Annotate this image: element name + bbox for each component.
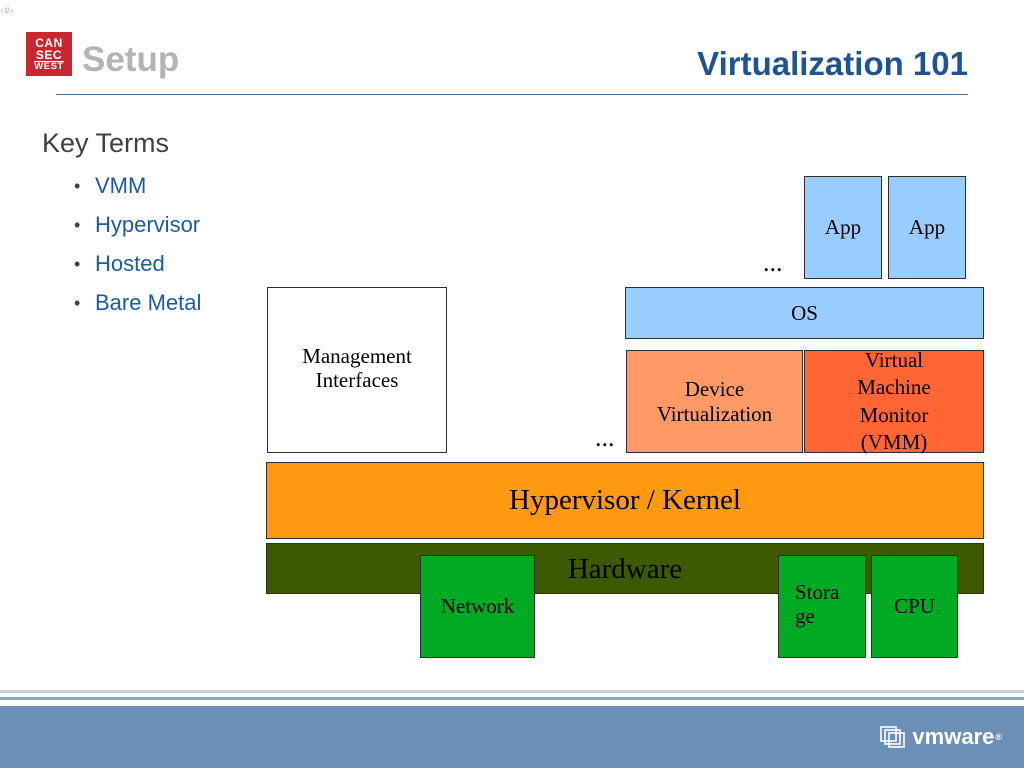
key-term-item: Bare Metal [72, 289, 201, 328]
logo-line-2: SEC [35, 47, 63, 62]
footer-stripe-mid [0, 697, 1024, 700]
section-title: Setup [82, 40, 180, 79]
app-box: App [804, 176, 882, 279]
device-virtualization-box: Device Virtualization [626, 350, 803, 453]
key-term-item: VMM [72, 172, 201, 211]
storage-box: Stora ge [778, 555, 866, 658]
hardware-label: Hardware [567, 553, 683, 585]
vmm-box: Virtual Machine Monitor (VMM) [804, 347, 984, 454]
vmm-label: Virtual Machine Monitor (VMM) [857, 347, 931, 454]
hypervisor-kernel-label: Hypervisor / Kernel [509, 483, 741, 516]
key-term-item: Hosted [72, 250, 201, 289]
cpu-label: CPU [894, 594, 935, 619]
os-box: OS [625, 287, 984, 339]
footer-stripe-light [0, 690, 1024, 693]
slide-title: Virtualization 101 [697, 45, 968, 82]
vmware-wordmark: vmware [912, 724, 995, 749]
cansecwest-logo: CAN SEC WEST [26, 32, 72, 76]
logo-line-1: CAN [35, 35, 63, 50]
ellipsis: ... [763, 248, 783, 277]
logo-line-3: WEST [34, 60, 64, 72]
app-label: App [908, 215, 946, 240]
slide-number-placeholder: ‹#› [0, 3, 14, 17]
os-label: OS [791, 300, 818, 325]
vmware-mark-icon [880, 726, 906, 748]
network-box: Network [420, 555, 535, 658]
key-term-item: Hypervisor [72, 211, 201, 250]
vmware-logo: vmware ® [880, 724, 1002, 750]
app-box: App [888, 176, 966, 279]
hypervisor-kernel-box: Hypervisor / Kernel [266, 462, 984, 539]
ellipsis: ... [595, 423, 615, 452]
footer-band [0, 706, 1024, 768]
network-label: Network [440, 594, 515, 619]
management-interfaces-box: Management Interfaces [267, 287, 447, 453]
app-label: App [824, 215, 862, 240]
cpu-box: CPU [871, 555, 958, 658]
key-terms-heading: Key Terms [42, 128, 170, 158]
management-interfaces-label: Management Interfaces [302, 344, 412, 393]
storage-label: Stora ge [795, 580, 840, 629]
key-terms-list: VMM Hypervisor Hosted Bare Metal [72, 172, 201, 328]
device-virtualization-label: Device Virtualization [656, 377, 773, 426]
title-divider [56, 94, 968, 95]
